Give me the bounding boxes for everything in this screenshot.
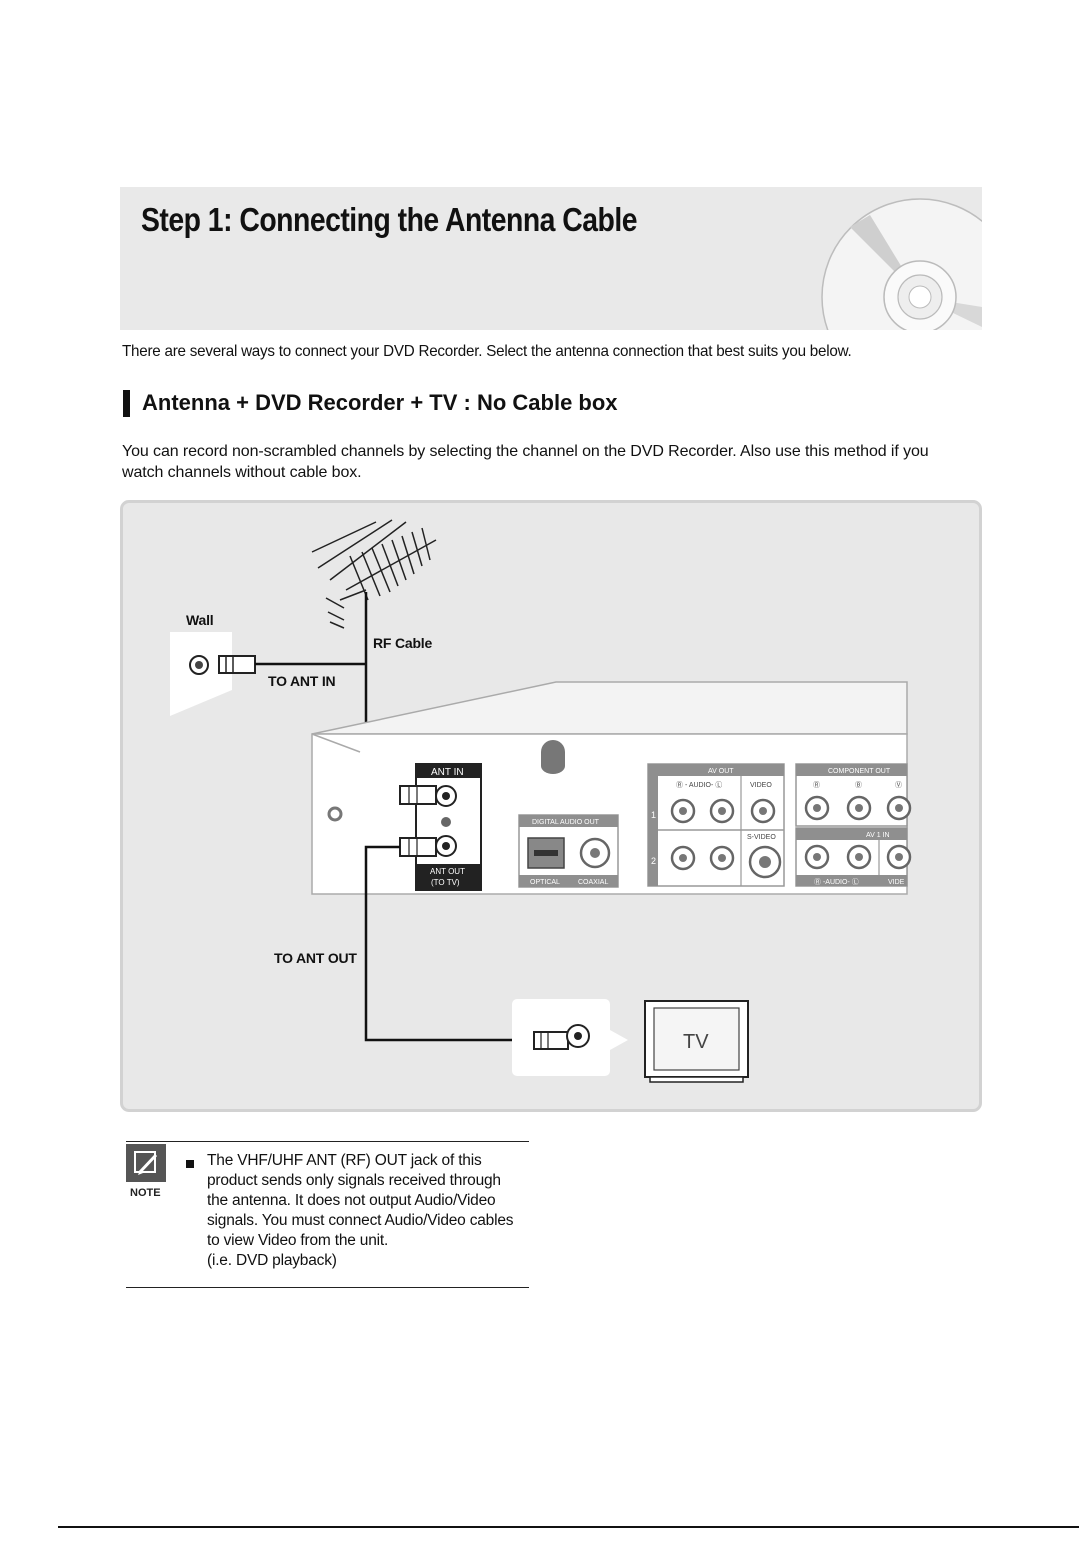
av1-in-label: AV 1 IN — [866, 832, 890, 839]
av1-audio-label: Ⓡ -AUDIO- Ⓛ — [814, 878, 859, 886]
disc-icon — [821, 198, 982, 330]
note-line: The VHF/UHF ANT (RF) OUT jack of this — [207, 1152, 482, 1169]
av-out-audio-label: Ⓡ - AUDIO- Ⓛ — [676, 781, 722, 789]
ant-out-sub-label: (TO TV) — [431, 878, 460, 887]
note-top-rule — [126, 1141, 529, 1142]
page-title: Step 1: Connecting the Antenna Cable — [141, 201, 637, 238]
ant-out-label: ANT OUT — [430, 867, 465, 876]
comp-pb-label: Ⓑ — [855, 781, 862, 789]
note-text: The VHF/UHF ANT (RF) OUT jack of this pr… — [207, 1151, 537, 1271]
tv-label: TV — [683, 1031, 709, 1053]
note-icon — [126, 1144, 166, 1182]
ant-out-plug-icon — [399, 837, 437, 857]
ant-in-label: ANT IN — [431, 767, 464, 778]
note-line: product sends only signals received thro… — [207, 1172, 501, 1189]
section-marker — [123, 390, 130, 417]
connection-diagram-drawing: TV ANT IN ANT OUT (TO TV) DIGITAL AUDIO … — [170, 519, 912, 1083]
recorder-top — [311, 681, 908, 735]
footer-rule — [58, 1526, 1079, 1528]
note-line: to view Video from the unit. — [207, 1232, 389, 1249]
note-line: signals. You must connect Audio/Video ca… — [207, 1212, 514, 1229]
tv-plug-icon — [533, 1031, 569, 1050]
component-out-label: COMPONENT OUT — [828, 768, 891, 775]
digital-audio-out-label: DIGITAL AUDIO OUT — [532, 819, 600, 826]
vent-icon — [541, 740, 565, 774]
antenna-icon — [311, 519, 437, 629]
coaxial-label: COAXIAL — [578, 879, 608, 886]
wall-plug-icon — [218, 655, 256, 674]
section-heading: Antenna + DVD Recorder + TV : No Cable b… — [142, 390, 618, 415]
section-description: You can record non-scrambled channels by… — [122, 443, 929, 481]
note-bullet — [186, 1160, 194, 1168]
note-label: NOTE — [130, 1187, 161, 1199]
to-ant-in-label: TO ANT IN — [268, 673, 336, 689]
ant-in-plug-icon — [399, 785, 437, 805]
note-line: the antenna. It does not output Audio/Vi… — [207, 1192, 496, 1209]
note-bottom-rule — [126, 1287, 529, 1288]
to-ant-out-label: TO ANT OUT — [274, 950, 357, 966]
rf-cable-label: RF Cable — [373, 635, 433, 651]
note-line: (i.e. DVD playback) — [207, 1252, 337, 1269]
row-2-label: 2 — [651, 856, 656, 866]
intro-text: There are several ways to connect your D… — [122, 343, 852, 360]
s-video-label: S-VIDEO — [747, 834, 776, 841]
screw-icon — [327, 806, 343, 822]
comp-pr-label: Ⓡ — [813, 781, 820, 789]
video-label: VIDEO — [750, 782, 772, 789]
row-1-label: 1 — [651, 810, 656, 820]
wall-label: Wall — [186, 612, 214, 628]
av-out-label: AV OUT — [708, 768, 734, 775]
av1-video-label: VIDE — [888, 879, 905, 886]
optical-label: OPTICAL — [530, 879, 560, 886]
comp-y-label: Ⓥ — [895, 781, 902, 789]
header-banner: Step 1: Connecting the Antenna Cable — [120, 187, 982, 330]
tv-icon — [644, 1000, 749, 1083]
